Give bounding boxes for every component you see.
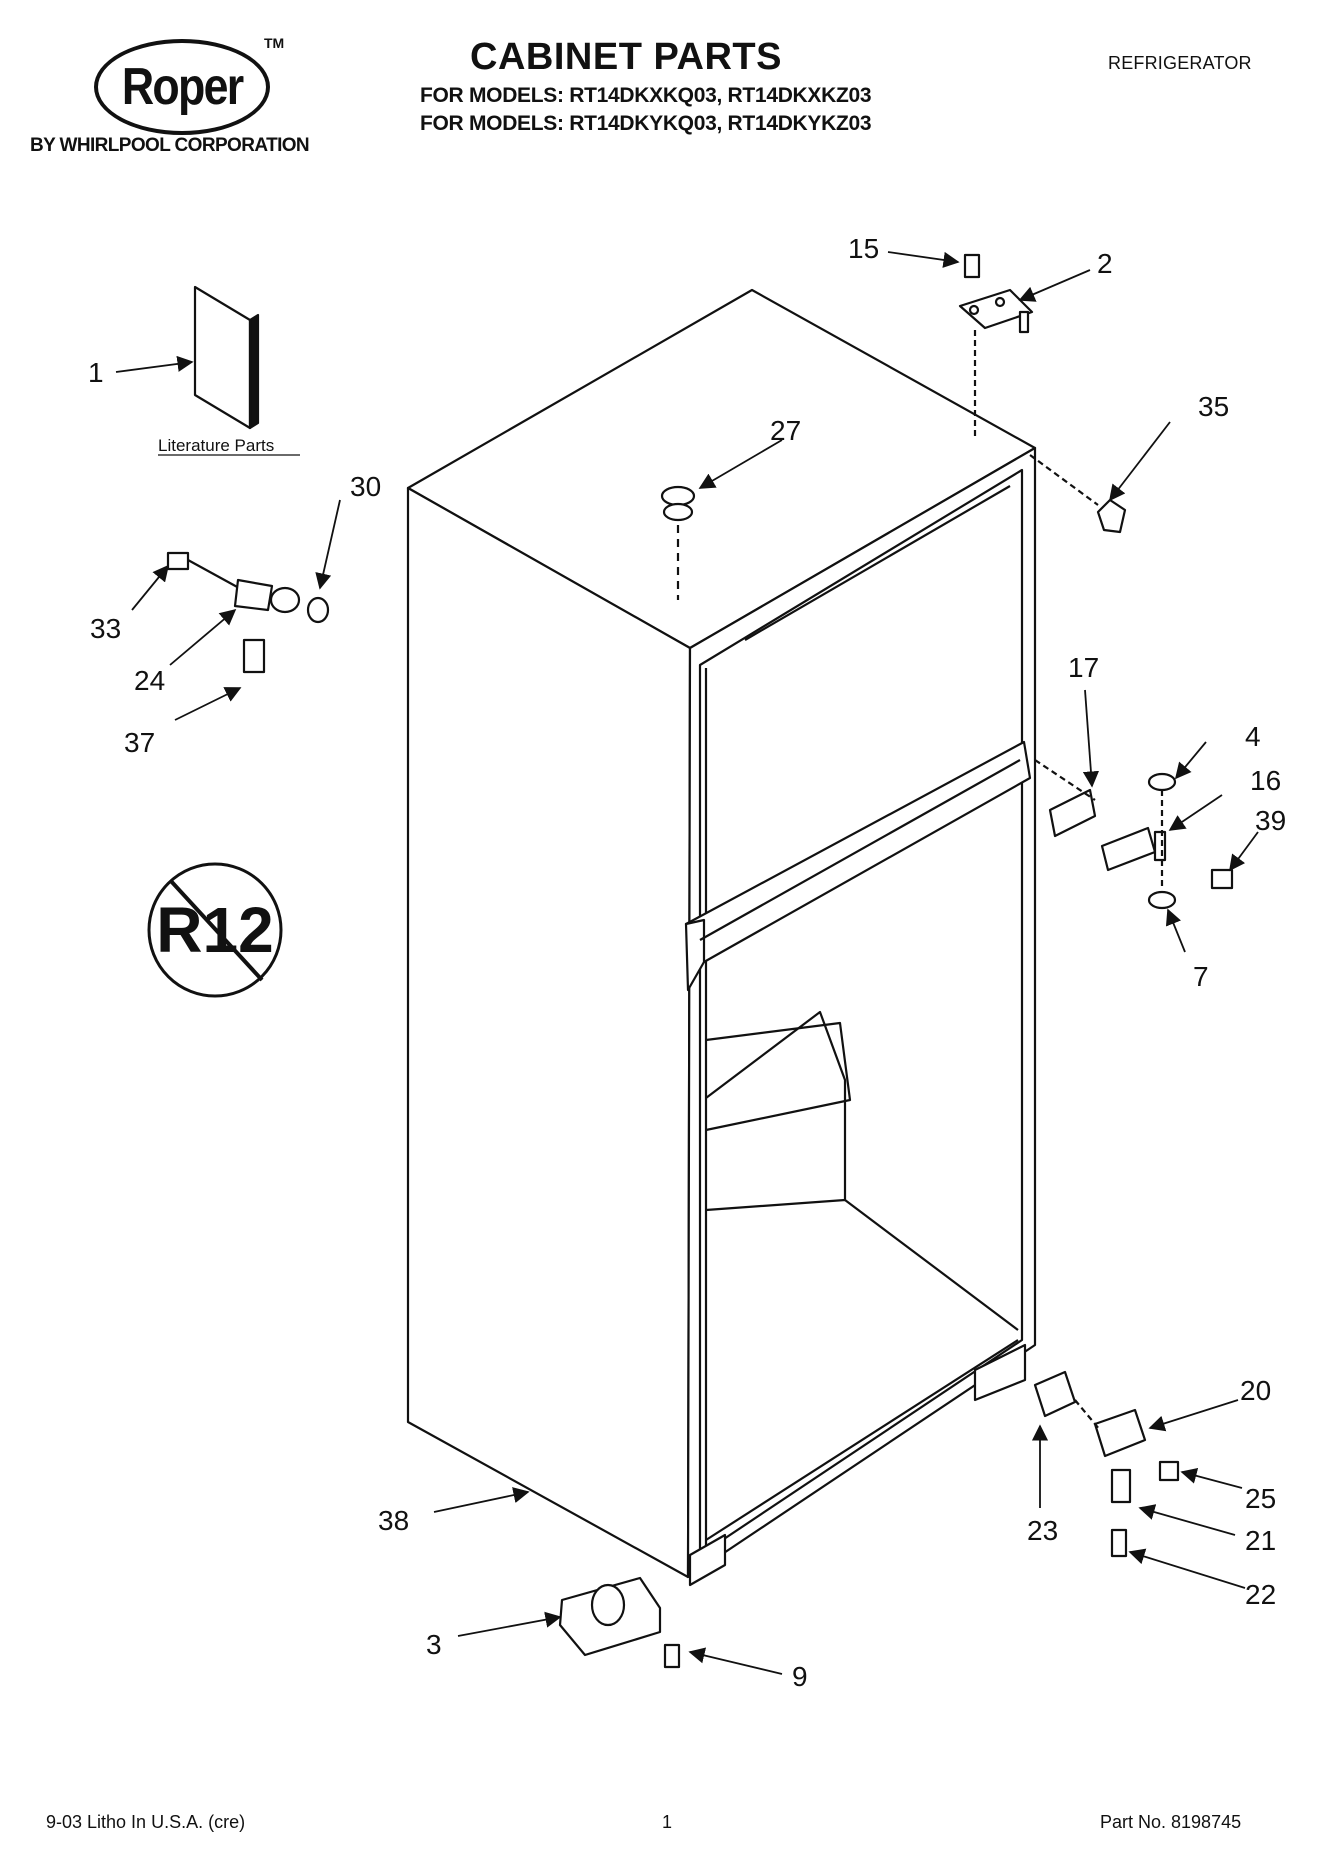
rear-foot-left [688, 1533, 727, 1587]
callout-7: 7 [1193, 961, 1209, 992]
hole-plug-icon [660, 485, 696, 600]
callout-9: 9 [792, 1661, 808, 1692]
hinge-cap-icon [1096, 498, 1127, 534]
callout-33: 33 [90, 613, 121, 644]
callout-22: 22 [1245, 1579, 1276, 1610]
page-title: CABINET PARTS [470, 36, 782, 78]
callout-3: 3 [426, 1629, 442, 1660]
front-roller-icon [558, 1576, 681, 1669]
part-number: Part No. 8198745 [1100, 1812, 1242, 1832]
callout-20: 20 [1240, 1375, 1271, 1406]
callout-21: 21 [1245, 1525, 1276, 1556]
callout-38: 38 [378, 1505, 409, 1536]
center-hinge-icon [1034, 759, 1234, 910]
callout-25: 25 [1245, 1483, 1276, 1514]
callout-35: 35 [1198, 391, 1229, 422]
callout-30: 30 [350, 471, 381, 502]
r12-label: R12 [156, 894, 273, 966]
literature-booklet-icon [193, 285, 260, 430]
callout-23: 23 [1027, 1515, 1058, 1546]
model-list: FOR MODELS: RT14DKXKQ03, RT14DKXKZ03 FOR… [420, 82, 872, 138]
callout-1: 1 [88, 357, 104, 388]
models-line-1: FOR MODELS: RT14DKXKQ03, RT14DKXKZ03 [420, 84, 872, 107]
callout-2: 2 [1097, 248, 1113, 279]
callout-27: 27 [770, 415, 801, 446]
top-hinge-icon [958, 253, 1034, 440]
callout-17: 17 [1068, 652, 1099, 683]
callout-37: 37 [124, 727, 155, 758]
no-r12-symbol [147, 862, 283, 998]
roller-assembly-icon [166, 551, 330, 674]
callout-39: 39 [1255, 805, 1286, 836]
callout-4: 4 [1245, 721, 1261, 752]
litho-note: 9-03 Litho In U.S.A. (cre) [46, 1812, 246, 1832]
callout-24: 24 [134, 665, 165, 696]
callout-16: 16 [1250, 765, 1281, 796]
brand-subtitle: BY WHIRLPOOL CORPORATION [30, 135, 310, 156]
appliance-category: REFRIGERATOR [1108, 53, 1252, 73]
roper-logo: Roper TM BY WHIRLPOOL CORPORATION [30, 35, 320, 165]
literature-parts-label: Literature Parts [158, 436, 274, 455]
trademark-mark: TM [264, 35, 285, 51]
rear-foot-right [973, 1343, 1027, 1402]
bottom-hinge-icon [1033, 1370, 1180, 1558]
divider-rail [684, 740, 1032, 992]
models-line-2: FOR MODELS: RT14DKYKQ03, RT14DKYKZ03 [420, 112, 872, 135]
brand-name: Roper [121, 58, 244, 116]
callout-15: 15 [848, 233, 879, 264]
cabinet-shell [406, 288, 1037, 1579]
page-number: 1 [662, 1812, 673, 1832]
logo-ellipse: Roper [94, 39, 270, 135]
